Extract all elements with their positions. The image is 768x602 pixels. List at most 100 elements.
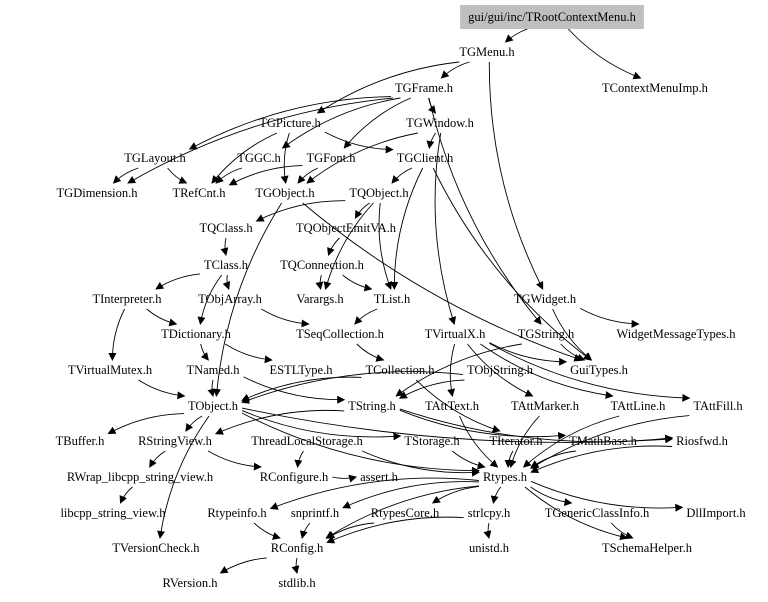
edge-tvirtualx-h-to-tattmarker-h bbox=[467, 343, 534, 397]
edge-tgframe-h-to-tgfont-h bbox=[343, 97, 411, 149]
node-estltype-h: ESTLType.h bbox=[270, 363, 334, 377]
node-label: TAttText.h bbox=[425, 399, 480, 413]
node-label: TGPicture.h bbox=[259, 116, 321, 130]
nodes: gui/gui/inc/TRootContextMenu.hTGMenu.hTC… bbox=[56, 5, 746, 590]
edge-tgwindow-h-to-tgclient-h bbox=[426, 132, 437, 149]
node-tqobject-h: TQObject.h bbox=[349, 186, 409, 200]
edge-tvirtualx-h-to-tattline-h bbox=[480, 343, 614, 399]
edge-tqobject-h-to-tqclass-h bbox=[255, 200, 346, 222]
edge-tqclass-h-to-tclass-h bbox=[220, 237, 229, 256]
node-label: TGGC.h bbox=[237, 151, 281, 165]
node-label: RWrap_libcpp_string_view.h bbox=[67, 470, 214, 484]
edge-tstring-h-to-rstringview-h bbox=[214, 409, 345, 435]
edge-tgframe-h-to-tgdimension-h bbox=[127, 97, 393, 184]
edge-tqobjectemitva-h-to-tqconnection-h bbox=[327, 237, 340, 256]
edge-tclass-h-to-tinterpreter-h bbox=[155, 273, 200, 290]
node-tstring-h: TString.h bbox=[348, 399, 396, 413]
edge-gui-gui-inc-trootcontextmenu-h-to-tgmenu-h bbox=[504, 26, 534, 43]
node-label: TAttFill.h bbox=[693, 399, 743, 413]
edge-tobjstring-h-to-tobject-h bbox=[241, 371, 463, 404]
node-rversion-h: RVersion.h bbox=[163, 576, 219, 590]
edges bbox=[107, 26, 691, 574]
edge-tvirtualx-h-to-tatttext-h bbox=[447, 343, 456, 397]
edge-tqobject-h-to-tlist-h bbox=[378, 202, 393, 290]
edge-rconfig-h-to-rversion-h bbox=[219, 557, 267, 574]
edge-tvirtualx-h-to-tattfill-h bbox=[489, 343, 691, 402]
node-label: RtypesCore.h bbox=[371, 506, 440, 520]
node-tversioncheck-h: TVersionCheck.h bbox=[112, 541, 200, 555]
node-label: TQConnection.h bbox=[280, 258, 364, 272]
root-node: gui/gui/inc/TRootContextMenu.h bbox=[460, 5, 644, 29]
node-label: unistd.h bbox=[469, 541, 510, 555]
node-tgwindow-h: TGWindow.h bbox=[406, 116, 475, 130]
node-strlcpy-h: strlcpy.h bbox=[468, 506, 511, 520]
node-trefcnt-h: TRefCnt.h bbox=[172, 186, 226, 200]
node-label: Varargs.h bbox=[296, 292, 344, 306]
edge-rtypeinfo-h-to-rconfig-h bbox=[253, 522, 281, 540]
edge-tgclient-h-to-tqobject-h bbox=[391, 167, 413, 184]
node-tgframe-h: TGFrame.h bbox=[395, 81, 454, 95]
node-label: TGMenu.h bbox=[459, 45, 515, 59]
node-label: Rtypeinfo.h bbox=[207, 506, 267, 520]
edge-tobject-h-to-tbuffer-h bbox=[107, 413, 184, 434]
edge-titerator-h-to-rtypes-h bbox=[504, 450, 514, 468]
edge-tinterpreter-h-to-tdictionary-h bbox=[146, 308, 178, 327]
edge-tgstring-h-to-guitypes-h bbox=[560, 343, 586, 362]
node-riosfwd-h: Riosfwd.h bbox=[676, 434, 728, 448]
node-label: TGClient.h bbox=[397, 151, 454, 165]
edge-tgobject-h-to-guitypes-h bbox=[302, 202, 583, 362]
edge-tobject-h-to-rstringview-h bbox=[185, 415, 203, 432]
edge-tqobject-h-to-varargs-h bbox=[323, 202, 374, 290]
edge-tobject-h-to-tstorage-h bbox=[241, 410, 402, 441]
node-tgenericclassinfo-h: TGenericClassInfo.h bbox=[545, 506, 650, 520]
edge-tstring-h-to-riosfwd-h bbox=[399, 408, 674, 443]
edge-rconfig-h-to-stdlib-h bbox=[291, 557, 300, 574]
node-tqconnection-h: TQConnection.h bbox=[280, 258, 364, 272]
edge-gui-gui-inc-trootcontextmenu-h-to-tcontextmenuimp-h bbox=[566, 26, 642, 80]
node-tmathbase-h: TMathBase.h bbox=[569, 434, 637, 448]
node-label: WidgetMessageTypes.h bbox=[616, 327, 736, 341]
node-label: RConfig.h bbox=[271, 541, 324, 555]
node-rconfigure-h: RConfigure.h bbox=[260, 470, 329, 484]
edge-tgenericclassinfo-h-to-tschemahelper-h bbox=[610, 522, 634, 540]
node-label: TDictionary.h bbox=[161, 327, 231, 341]
edge-rtypes-h-to-tschemahelper-h bbox=[524, 486, 628, 541]
node-tcontextmenuimp-h: TContextMenuImp.h bbox=[602, 81, 709, 95]
node-tgstring-h: TGString.h bbox=[518, 327, 575, 341]
node-label: TContextMenuImp.h bbox=[602, 81, 709, 95]
node-varargs-h: Varargs.h bbox=[296, 292, 344, 306]
node-snprintf-h: snprintf.h bbox=[291, 506, 340, 520]
edge-rtypescore-h-to-rconfig-h bbox=[326, 522, 375, 539]
edge-tnamed-h-to-tobject-h bbox=[207, 379, 216, 397]
edge-tnamed-h-to-tstring-h bbox=[243, 376, 346, 404]
edge-tgmenu-h-to-tgwidget-h bbox=[488, 61, 544, 290]
node-label: Rtypes.h bbox=[483, 470, 528, 484]
edge-tseqcollection-h-to-tcollection-h bbox=[356, 343, 385, 362]
edge-tobject-h-to-tversioncheck-h bbox=[157, 415, 210, 539]
edge-tmathbase-h-to-rtypes-h bbox=[530, 450, 576, 468]
node-rtypes-h: Rtypes.h bbox=[483, 470, 528, 484]
edge-tggc-h-to-trefcnt-h bbox=[215, 167, 243, 184]
node-tgobject-h: TGObject.h bbox=[255, 186, 315, 200]
node-label: GuiTypes.h bbox=[570, 363, 629, 377]
node-label: TClass.h bbox=[204, 258, 249, 272]
node-tattline-h: TAttLine.h bbox=[611, 399, 667, 413]
node-tobjarray-h: TObjArray.h bbox=[198, 292, 263, 306]
edge-tstring-h-to-tmathbase-h bbox=[399, 409, 567, 440]
edge-tinterpreter-h-to-tvirtualmutex-h bbox=[108, 308, 126, 361]
node-label: TStorage.h bbox=[404, 434, 460, 448]
node-tattmarker-h: TAttMarker.h bbox=[511, 399, 580, 413]
node-tatttext-h: TAttText.h bbox=[425, 399, 480, 413]
node-label: TGenericClassInfo.h bbox=[545, 506, 650, 520]
edge-tgclient-h-to-guitypes-h bbox=[432, 167, 592, 361]
edge-tgwindow-h-to-tgobject-h bbox=[306, 132, 418, 184]
node-label: TQObject.h bbox=[349, 186, 409, 200]
edge-tobjarray-h-to-tseqcollection-h bbox=[261, 308, 310, 328]
edge-tdictionary-h-to-estltype-h bbox=[224, 343, 273, 364]
node-label: TObjString.h bbox=[467, 363, 534, 377]
edge-rtypes-h-to-rtypeinfo-h bbox=[269, 477, 479, 510]
edge-tgfont-h-to-tgobject-h bbox=[297, 167, 319, 184]
node-label: TVirtualX.h bbox=[425, 327, 486, 341]
node-label: TQClass.h bbox=[199, 221, 253, 235]
